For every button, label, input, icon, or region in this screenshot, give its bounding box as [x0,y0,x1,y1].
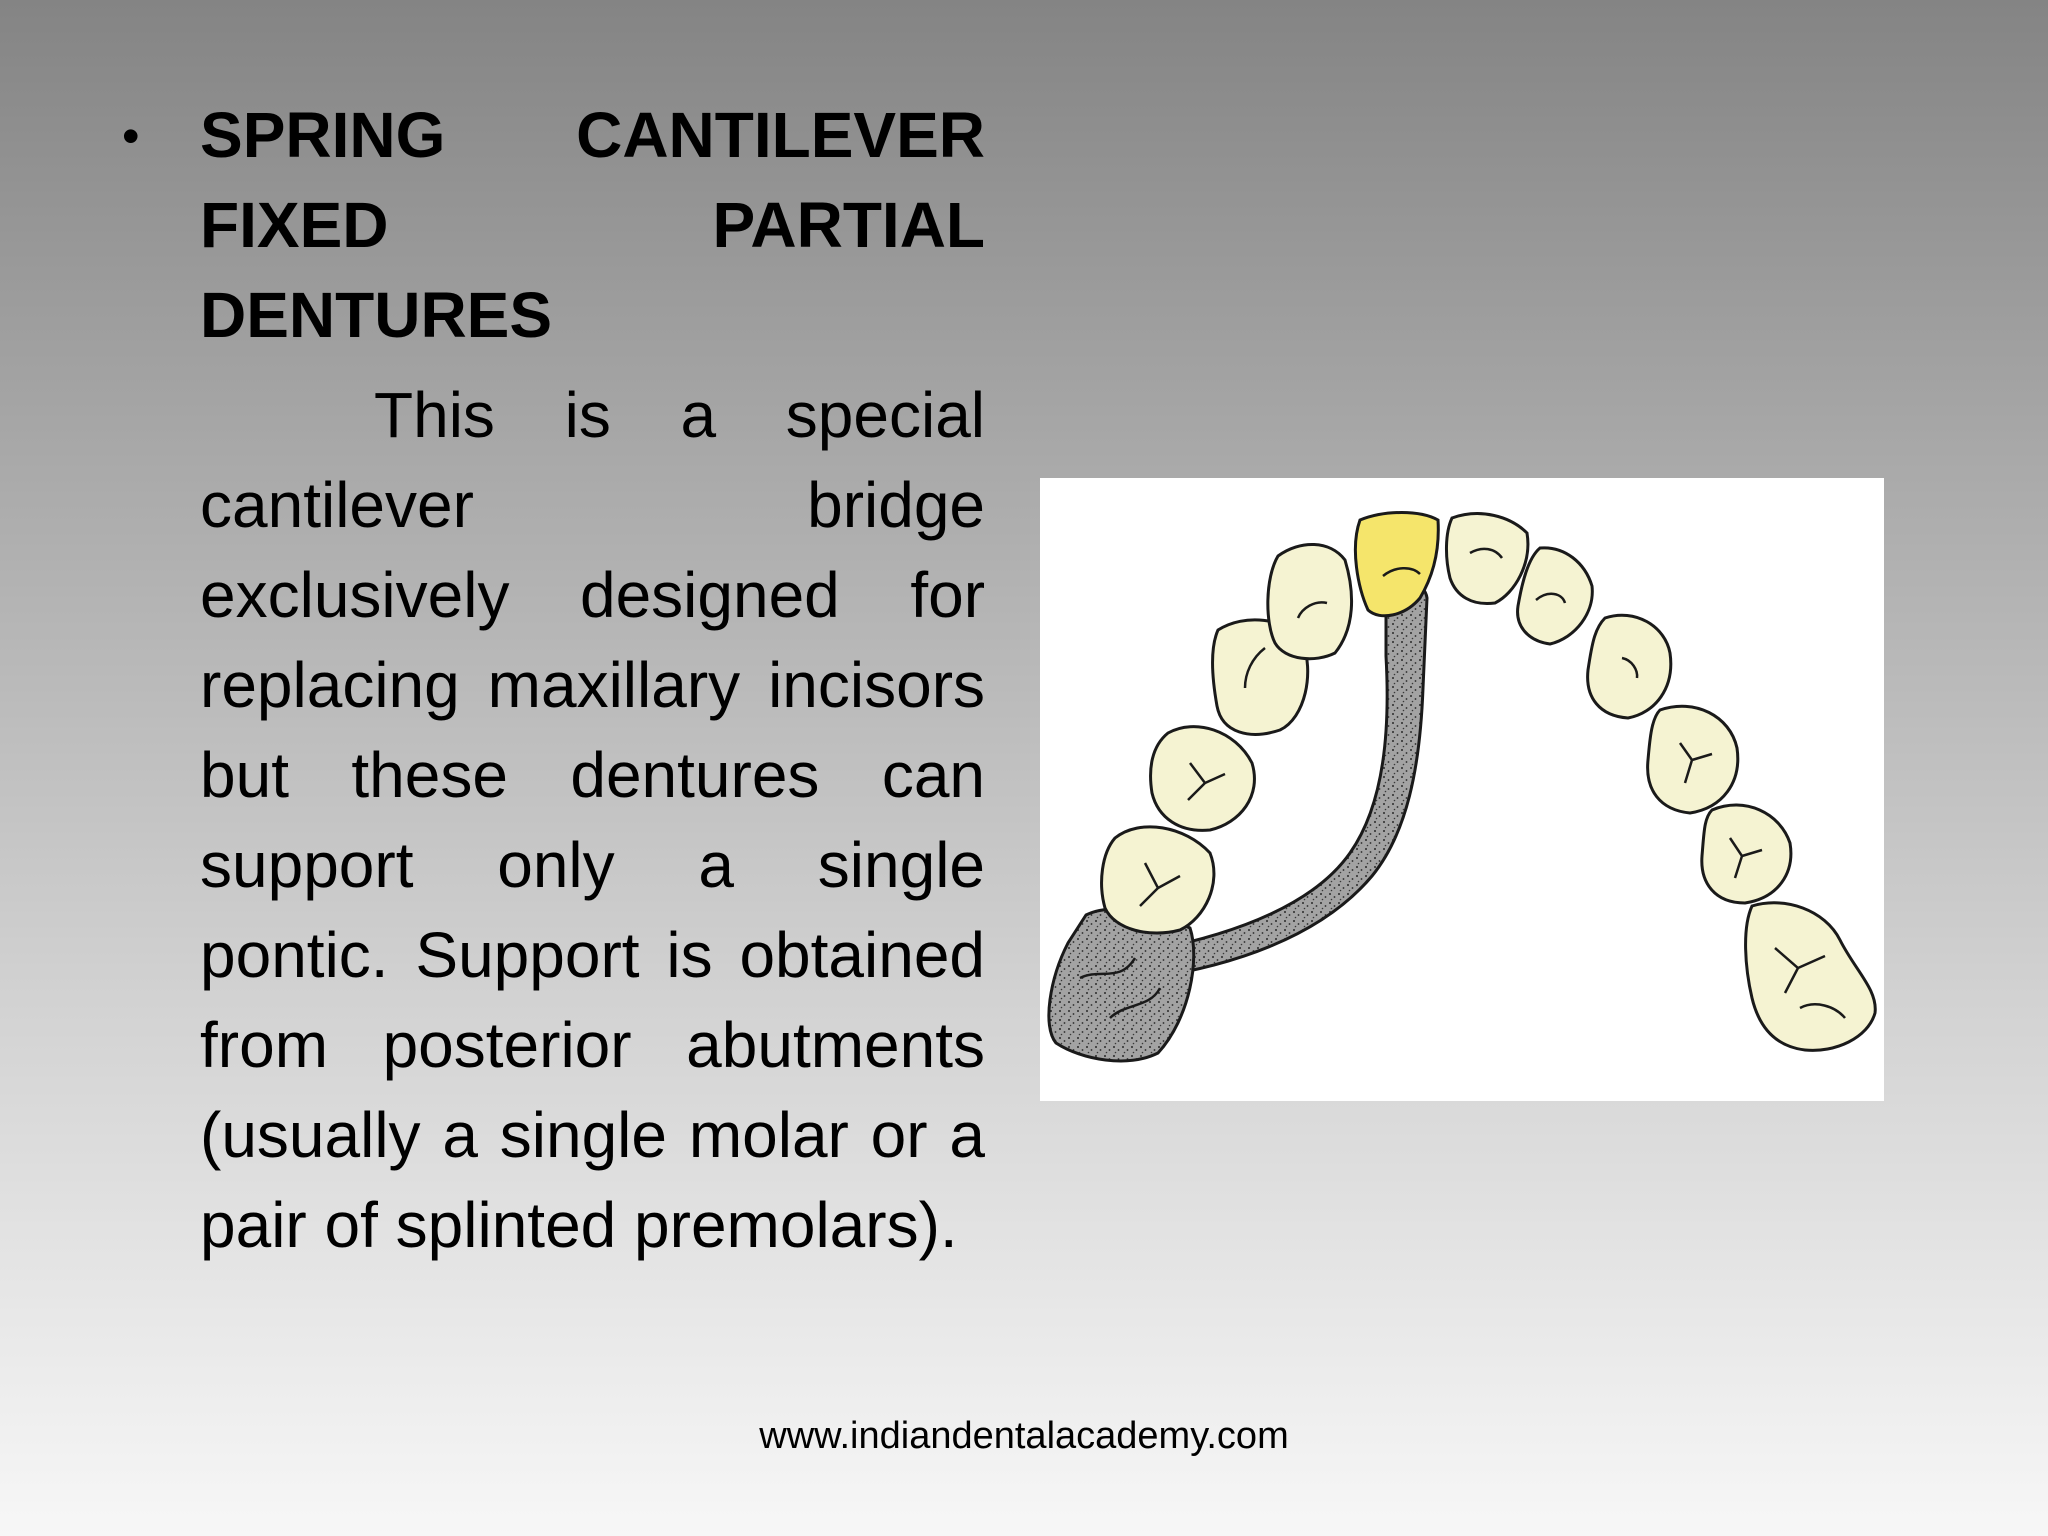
tooth-right-lateral-incisor [1516,546,1594,646]
slide-body-text: This is a special cantilever bridge excl… [200,379,985,1261]
spring-connector-bar [1148,581,1429,980]
dental-arch-drawing [1047,511,1877,1063]
tooth-left-lateral-incisor [1266,543,1353,661]
bullet-point: • [122,108,140,164]
text-block: SPRING CANTILEVER FIXED PARTIAL DENTURES… [200,90,985,1270]
pontic-tooth [1353,511,1440,618]
slide-heading: SPRING CANTILEVER FIXED PARTIAL DENTURES [200,99,985,351]
footer-url: www.indiandentalacademy.com [759,1415,1289,1457]
tooth-left-premolar-2 [1100,825,1216,935]
tooth-right-canine [1586,613,1673,720]
tooth-right-central-incisor [1445,512,1530,606]
tooth-right-molar [1744,901,1877,1052]
dental-arch-illustration [1040,478,1884,1101]
